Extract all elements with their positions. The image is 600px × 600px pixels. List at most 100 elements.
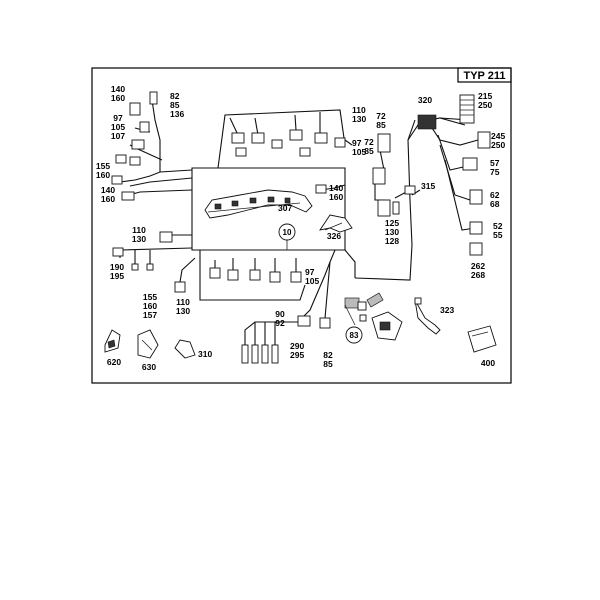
callout-c2-line: 82 bbox=[170, 91, 180, 101]
clip-310 bbox=[174, 339, 196, 359]
callout-c30-line: 85 bbox=[323, 359, 333, 369]
callout-c6-line: 130 bbox=[352, 114, 366, 124]
callout-c17-line: 307 bbox=[278, 203, 292, 213]
callout-c8-line: 72 bbox=[376, 111, 386, 121]
circled-10-text: 10 bbox=[283, 228, 292, 237]
callout-c3-line: 105 bbox=[111, 122, 125, 132]
callout-c25-line: 110 bbox=[176, 297, 190, 307]
callout-c7-line: 97 bbox=[352, 138, 362, 148]
callout-c24-line: 157 bbox=[143, 310, 157, 320]
callout-c4-line: 160 bbox=[96, 170, 110, 180]
callout-c1-line: 140 bbox=[111, 84, 125, 94]
callout-c6-line: 110 bbox=[352, 105, 366, 115]
model-label-text: TYP 211 bbox=[464, 70, 506, 82]
callout-c25-line: 130 bbox=[176, 306, 190, 316]
callout-c13-line: 75 bbox=[490, 167, 500, 177]
callout-c3-line: 97 bbox=[113, 113, 123, 123]
callout-c12-line: 245 bbox=[491, 131, 505, 141]
circled-label-10: 10 bbox=[278, 223, 296, 241]
callout-c32-line: 620 bbox=[107, 357, 121, 367]
callout-c26-line: 97 bbox=[305, 267, 315, 277]
right-harness bbox=[407, 94, 491, 256]
callout-c21-line: 262 bbox=[471, 261, 485, 271]
callout-c13-line: 57 bbox=[490, 158, 500, 168]
callout-c16-line: 160 bbox=[329, 192, 343, 202]
callout-c20-line: 52 bbox=[493, 221, 503, 231]
callout-c27-line: 92 bbox=[275, 318, 285, 328]
clip-630 bbox=[137, 329, 159, 359]
callout-c5-line: 160 bbox=[101, 194, 115, 204]
callout-c34-line: 400 bbox=[481, 358, 495, 368]
clip-620 bbox=[104, 329, 121, 353]
callout-c10-line: 320 bbox=[418, 95, 432, 105]
callout-c28-line: 323 bbox=[440, 305, 454, 315]
top-connectors bbox=[231, 129, 346, 157]
callout-c19-line: 128 bbox=[385, 236, 399, 246]
callout-c15-line: 68 bbox=[490, 199, 500, 209]
spark-plug-leads bbox=[241, 344, 279, 364]
circled-83-text: 83 bbox=[350, 331, 359, 340]
callout-c22-line: 130 bbox=[132, 234, 146, 244]
cover-400 bbox=[467, 325, 497, 353]
callout-c11-line: 215 bbox=[478, 91, 492, 101]
callout-c16-line: 140 bbox=[329, 183, 343, 193]
diagram-frame bbox=[91, 67, 512, 384]
bracket-323 bbox=[414, 297, 441, 335]
callout-c9-line: 85 bbox=[364, 146, 374, 156]
callout-c15-line: 62 bbox=[490, 190, 500, 200]
callout-c32: 620 bbox=[107, 357, 121, 367]
callout-c18: 326 bbox=[327, 231, 341, 241]
callout-c24-line: 160 bbox=[143, 301, 157, 311]
callout-c17: 307 bbox=[278, 203, 292, 213]
callout-c21-line: 268 bbox=[471, 270, 485, 280]
callout-c33: 630 bbox=[142, 362, 156, 372]
callout-c9-line: 72 bbox=[364, 137, 374, 147]
callout-c19-line: 125 bbox=[385, 218, 399, 228]
callout-c7-line: 105 bbox=[352, 147, 366, 157]
callout-c30-line: 82 bbox=[323, 350, 333, 360]
callout-c33-line: 630 bbox=[142, 362, 156, 372]
circled-label-83: 83 bbox=[345, 326, 363, 344]
callout-c2-line: 136 bbox=[170, 109, 184, 119]
callout-c23-line: 195 bbox=[110, 271, 124, 281]
callout-c34: 400 bbox=[481, 358, 495, 368]
callout-c1-line: 160 bbox=[111, 93, 125, 103]
left-connectors bbox=[111, 91, 173, 271]
center-harness bbox=[354, 119, 421, 281]
callout-c18-line: 326 bbox=[327, 231, 341, 241]
callout-c8-line: 85 bbox=[376, 120, 386, 130]
bottom-connectors bbox=[174, 184, 331, 329]
part-cluster-83 bbox=[344, 292, 403, 341]
callout-c27-line: 90 bbox=[275, 309, 285, 319]
callout-c29-line: 290 bbox=[290, 341, 304, 351]
callout-c29-line: 295 bbox=[290, 350, 304, 360]
callout-c23-line: 190 bbox=[110, 262, 124, 272]
model-label: TYP 211 bbox=[457, 67, 512, 83]
callout-c2-line: 85 bbox=[170, 100, 180, 110]
callout-c19-line: 130 bbox=[385, 227, 399, 237]
